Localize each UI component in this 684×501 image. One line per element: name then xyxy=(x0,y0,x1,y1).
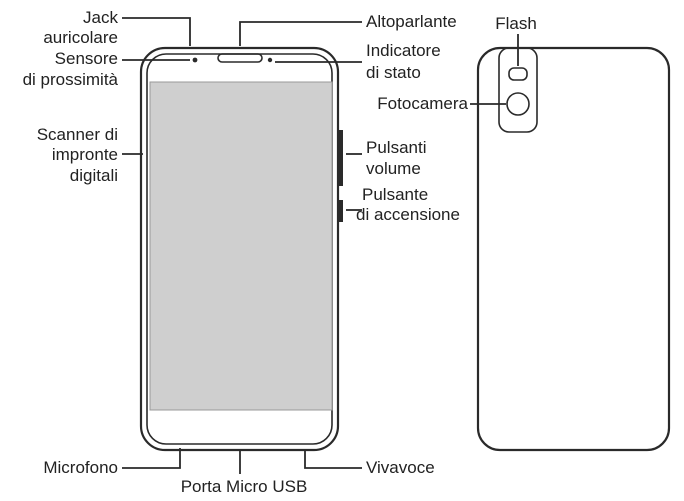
proximity-sensor-dot xyxy=(192,57,198,63)
volume-buttons xyxy=(338,130,343,186)
label-jack-line1: Jack xyxy=(83,8,118,27)
jack-leader xyxy=(122,17,191,46)
label-power-line2: di accensione xyxy=(356,205,460,224)
label-volume-line1: Pulsanti xyxy=(366,138,426,157)
back-phone-body xyxy=(476,46,671,452)
back-phone xyxy=(476,46,671,452)
leader-lines xyxy=(122,17,519,474)
label-loudspeaker: Vivavoce xyxy=(366,458,435,477)
back-labels: Flash Fotocamera xyxy=(377,14,536,113)
label-camera: Fotocamera xyxy=(377,94,468,113)
label-status-line1: Indicatore xyxy=(366,41,441,60)
front-display xyxy=(149,81,333,411)
label-flash: Flash xyxy=(495,14,537,33)
microphone-leader xyxy=(122,454,181,469)
label-usb: Porta Micro USB xyxy=(181,477,308,496)
flash-led xyxy=(508,67,528,81)
front-left-labels: Jack auricolare Sensore di prossimità Sc… xyxy=(23,8,119,477)
label-fingerprint-line2: impronte xyxy=(52,145,118,164)
label-fingerprint-line1: Scanner di xyxy=(37,125,118,144)
power-button xyxy=(338,200,343,222)
camera-lens xyxy=(506,92,530,116)
front-phone xyxy=(139,46,343,454)
label-speaker: Altoparlante xyxy=(366,12,457,31)
label-proximity-line2: di prossimità xyxy=(23,70,119,89)
label-status-line2: di stato xyxy=(366,63,421,82)
speaker-leader xyxy=(239,21,362,46)
label-proximity-line1: Sensore xyxy=(55,49,118,68)
label-volume-line2: volume xyxy=(366,159,421,178)
status-indicator-dot xyxy=(267,57,273,63)
label-jack-line2: auricolare xyxy=(43,28,118,47)
front-right-labels: Altoparlante Indicatore di stato Pulsant… xyxy=(181,12,460,496)
earpiece-slot xyxy=(217,53,263,63)
loudspeaker-leader xyxy=(304,450,362,469)
label-microphone: Microfono xyxy=(43,458,118,477)
label-power-line1: Pulsante xyxy=(362,185,428,204)
label-fingerprint-line3: digitali xyxy=(70,166,118,185)
